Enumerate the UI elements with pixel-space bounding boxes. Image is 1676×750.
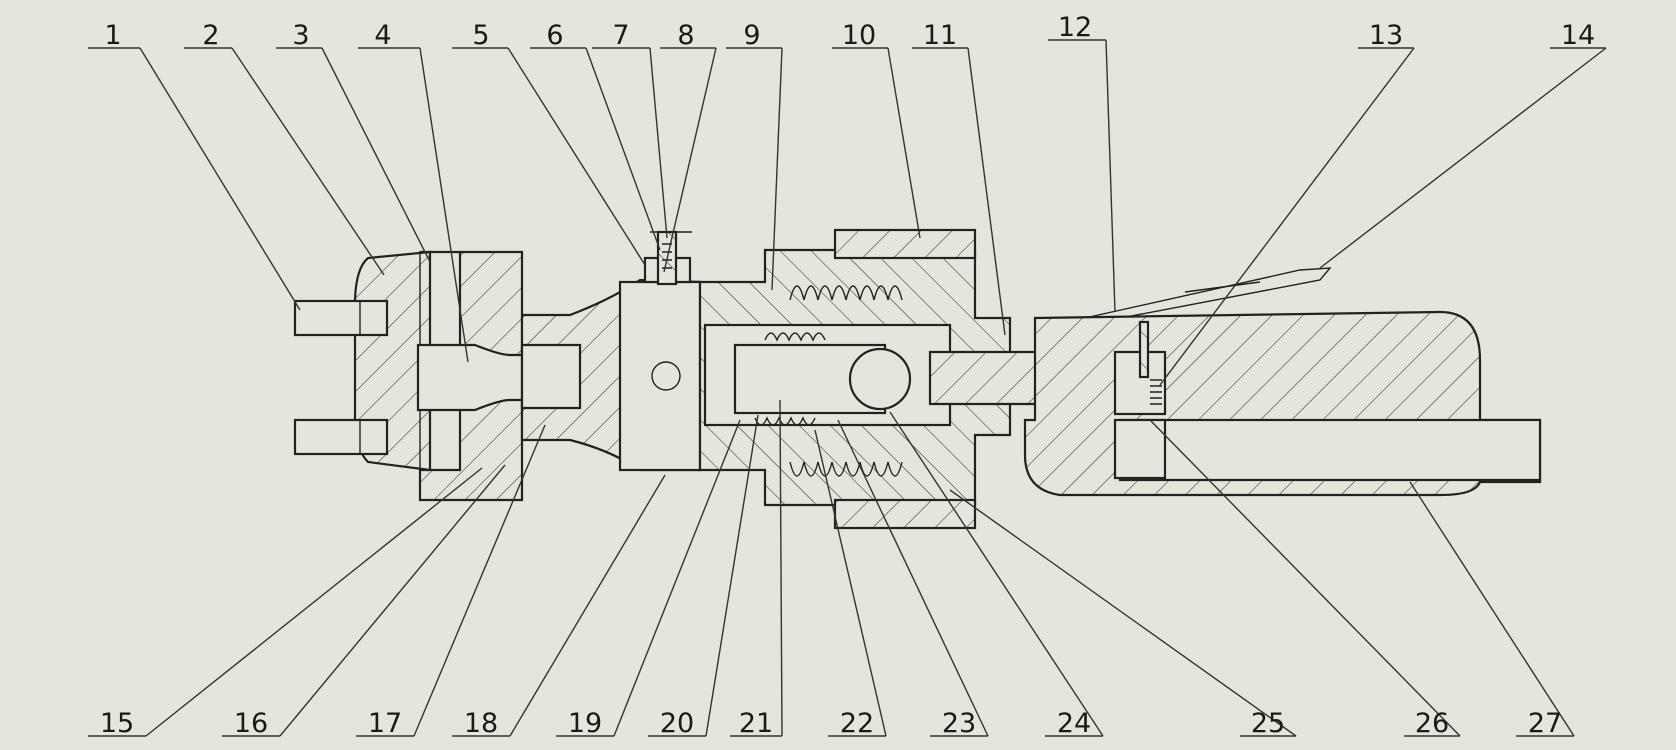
assembly-body <box>293 228 1542 530</box>
top-callouts: 1 2 3 4 5 6 7 8 9 10 11 12 13 14 <box>104 12 1595 51</box>
callout-22: 22 <box>840 708 874 739</box>
flange-outline <box>419 251 523 501</box>
callout-14: 14 <box>1561 20 1595 51</box>
callout-8: 8 <box>677 20 694 51</box>
callout-1: 1 <box>104 20 121 51</box>
inner-coil-lower <box>754 416 816 426</box>
prong-upper <box>293 299 389 337</box>
outer-spring-upper <box>789 285 903 301</box>
callout-23: 23 <box>942 708 976 739</box>
callout-27: 27 <box>1528 708 1562 739</box>
callout-15: 15 <box>100 708 134 739</box>
callout-3: 3 <box>292 20 309 51</box>
callout-12: 12 <box>1058 12 1092 43</box>
callout-21: 21 <box>739 708 773 739</box>
callout-10: 10 <box>842 20 876 51</box>
top-valve <box>643 230 692 286</box>
inner-coil-upper <box>764 332 826 342</box>
callout-6: 6 <box>546 20 563 51</box>
cross-bore <box>651 361 681 391</box>
callout-17: 17 <box>368 708 402 739</box>
prong-lower <box>293 418 389 456</box>
callout-4: 4 <box>374 20 391 51</box>
callout-18: 18 <box>464 708 498 739</box>
spindle <box>928 350 1042 406</box>
callout-11: 11 <box>923 20 957 51</box>
callout-7: 7 <box>612 20 629 51</box>
bottom-callouts: 15 16 17 18 19 20 21 22 23 24 25 26 27 <box>100 708 1562 739</box>
leader-lines <box>88 39 1607 737</box>
callout-9: 9 <box>743 20 760 51</box>
callout-19: 19 <box>568 708 602 739</box>
handle-bore <box>1118 418 1542 482</box>
outer-ring <box>833 228 977 260</box>
callout-13: 13 <box>1369 20 1403 51</box>
callout-5: 5 <box>472 20 489 51</box>
ball <box>848 347 912 411</box>
callout-26: 26 <box>1415 708 1449 739</box>
callout-20: 20 <box>660 708 694 739</box>
callout-16: 16 <box>234 708 268 739</box>
outer-spring-lower <box>789 461 903 477</box>
callout-24: 24 <box>1057 708 1091 739</box>
callout-2: 2 <box>202 20 219 51</box>
main-housing <box>618 280 702 472</box>
callout-25: 25 <box>1251 708 1285 739</box>
